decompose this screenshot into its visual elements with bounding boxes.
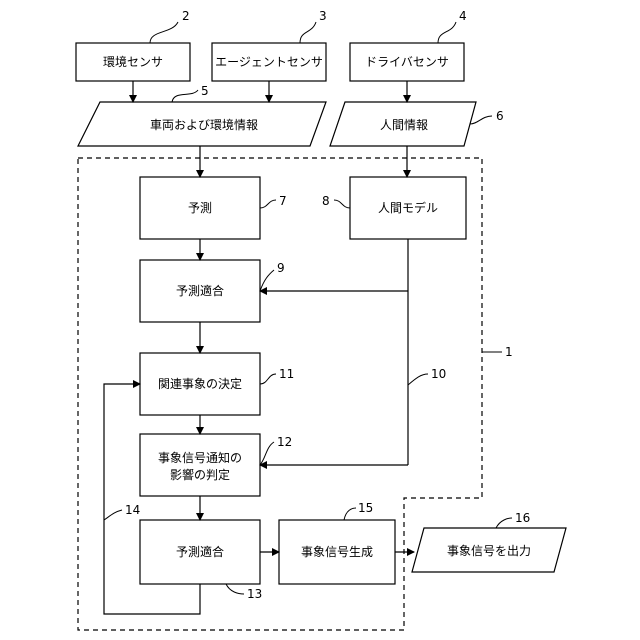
leader-16 <box>496 518 512 528</box>
leader-4 <box>438 22 456 43</box>
human-model-label: 人間モデル <box>378 200 438 215</box>
ref-numeral-8: 8 <box>322 194 330 208</box>
leader-2 <box>150 22 178 43</box>
ref-numeral-5: 5 <box>201 84 209 98</box>
impact-judgment-box: 事象信号通知の 影響の判定 <box>140 434 260 496</box>
prediction-fit-label-2: 予測適合 <box>176 544 224 559</box>
prediction-fit-box-2: 予測適合 <box>140 520 260 584</box>
ref-numeral-7: 7 <box>279 194 287 208</box>
impact-judgment-label-line2: 影響の判定 <box>170 467 230 482</box>
leader-6 <box>470 116 492 124</box>
leader-8 <box>334 200 350 208</box>
human-info-data: 人間情報 <box>330 102 476 146</box>
relevant-event-label: 関連事象の決定 <box>158 376 242 391</box>
ref-numeral-9: 9 <box>277 261 285 275</box>
environment-sensor-box: 環境センサ <box>76 43 190 81</box>
leader-14 <box>104 510 122 520</box>
ref-numeral-13: 13 <box>247 587 262 601</box>
prediction-box: 予測 <box>140 177 260 239</box>
event-signal-generation-label: 事象信号生成 <box>301 545 373 559</box>
event-signal-output-label: 事象信号を出力 <box>447 544 531 558</box>
environment-sensor-label: 環境センサ <box>103 54 163 69</box>
agent-sensor-label: エージェントセンサ <box>215 55 323 69</box>
prediction-label: 予測 <box>188 201 212 215</box>
ref-numeral-11: 11 <box>279 367 294 381</box>
agent-sensor-box: エージェントセンサ <box>212 43 326 81</box>
prediction-fit-box-1: 予測適合 <box>140 260 260 322</box>
leader-9 <box>260 270 274 291</box>
prediction-fit-label-1: 予測適合 <box>176 283 224 298</box>
driver-sensor-label: ドライバセンサ <box>365 55 449 69</box>
ref-numeral-3: 3 <box>319 9 327 23</box>
ref-numeral-10: 10 <box>431 367 446 381</box>
ref-numeral-2: 2 <box>182 9 190 23</box>
leader-12 <box>260 442 274 465</box>
leader-3 <box>300 22 316 43</box>
leader-15 <box>344 508 356 520</box>
impact-judgment-label-line1: 事象信号通知の <box>158 451 242 465</box>
leader-10 <box>408 374 428 385</box>
ref-numeral-6: 6 <box>496 109 504 123</box>
event-signal-generation-box: 事象信号生成 <box>279 520 395 584</box>
human-model-box: 人間モデル <box>350 177 466 239</box>
human-info-label: 人間情報 <box>380 118 428 132</box>
ref-numeral-16: 16 <box>515 511 530 525</box>
vehicle-environment-info-data: 車両および環境情報 <box>78 102 326 146</box>
ref-numeral-15: 15 <box>358 501 373 515</box>
ref-numeral-12: 12 <box>277 435 292 449</box>
driver-sensor-box: ドライバセンサ <box>350 43 464 81</box>
leader-5 <box>172 90 198 102</box>
leader-13 <box>226 584 244 594</box>
ref-numeral-1: 1 <box>505 345 513 359</box>
event-signal-output-data: 事象信号を出力 <box>412 528 566 572</box>
leader-7 <box>260 200 276 208</box>
relevant-event-box: 関連事象の決定 <box>140 353 260 415</box>
vehicle-environment-info-label: 車両および環境情報 <box>150 117 258 132</box>
ref-numeral-4: 4 <box>459 9 467 23</box>
leader-11 <box>260 374 276 384</box>
ref-numeral-14: 14 <box>125 503 140 517</box>
